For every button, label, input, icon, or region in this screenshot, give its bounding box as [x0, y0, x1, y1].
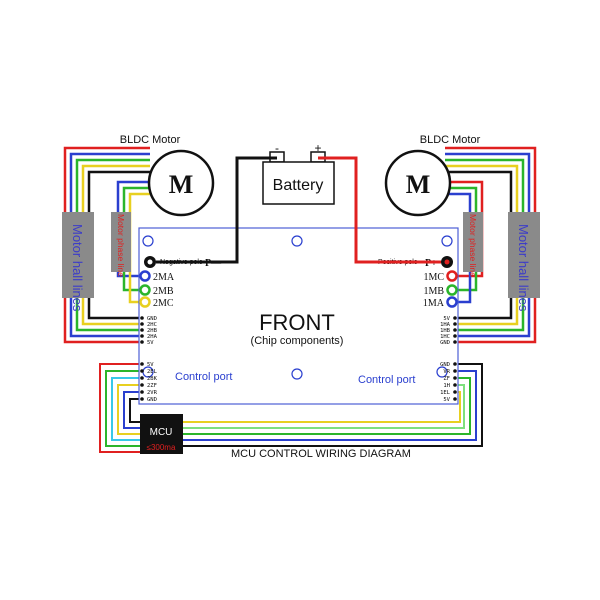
phase-label-2ma: 2MA	[153, 272, 175, 283]
left-phase-block: Motor phase line	[111, 212, 131, 277]
control-pin-label: GND	[440, 362, 450, 368]
controller-board	[138, 227, 459, 405]
hall-pin-label: 1HA	[440, 322, 451, 328]
control-port-left-label: Control port	[175, 371, 232, 383]
left-control-wire-bundle	[99, 363, 140, 453]
battery: Battery - +	[262, 141, 335, 205]
right-hall-block: Motor hall lines	[508, 212, 540, 312]
battery-minus: -	[275, 141, 279, 155]
hall-pin-label: 5V	[443, 316, 450, 322]
hall-pin-label: 1HC	[440, 334, 450, 340]
right-hall-pins: 5V 1HA 1HB 1HC GND	[440, 316, 457, 346]
control-pin-label: 1EL	[440, 390, 451, 396]
left-phase-label: Motor phase line	[116, 214, 126, 277]
control-pin-label: 5V	[147, 362, 154, 368]
hall-pin-label: 2HA	[147, 334, 158, 340]
control-pin-label: 2VR	[147, 390, 158, 396]
phase-pin-1ma	[446, 296, 458, 308]
mcu-label: MCU	[150, 427, 173, 438]
phase-label-2mb: 2MB	[153, 286, 174, 297]
right-motor-symbol: M	[406, 170, 431, 199]
phase-label-1mc: 1MC	[423, 272, 444, 283]
control-pin-label: VR	[443, 369, 450, 375]
control-pin-label: GND	[147, 397, 157, 403]
hall-pin-label: 2HC	[147, 322, 157, 328]
mounting-hole	[291, 368, 303, 380]
right-hall-label: Motor hall lines	[516, 224, 531, 312]
control-pin-label: 5V	[443, 397, 450, 403]
control-pin-label: 2ZF	[147, 383, 157, 389]
battery-negative-wire	[156, 156, 277, 264]
left-motor: BLDC Motor M	[120, 134, 215, 217]
hall-pin-label: GND	[147, 316, 157, 322]
right-motor-label: BLDC Motor	[420, 134, 481, 146]
diagram-title: MCU CONTROL WIRING DIAGRAM	[231, 448, 411, 460]
phase-pin-2ma	[139, 270, 151, 282]
left-hall-pins: GND 2HC 2HB 2HA 5V	[140, 316, 158, 346]
right-control-pins: GND VR ZF 1H 1EL 5V	[440, 362, 457, 403]
left-motor-label: BLDC Motor	[120, 134, 181, 146]
mcu-current: ≤300ma	[147, 443, 176, 452]
right-phase-block: Motor phase line	[463, 212, 483, 277]
hall-pin-label: GND	[440, 340, 450, 346]
control-port-right-label: Control port	[358, 374, 415, 386]
hall-pin-label: 1HB	[440, 328, 451, 334]
phase-label-1ma: 1MA	[423, 298, 445, 309]
phase-pin-1mc	[446, 270, 458, 282]
mounting-hole	[291, 235, 303, 247]
phase-pin-2mb	[139, 284, 151, 296]
left-motor-symbol: M	[169, 170, 194, 199]
right-phase-pins: 1MC 1MB 1MA	[423, 270, 458, 309]
board-subtitle: (Chip components)	[251, 335, 344, 347]
phase-label-1mb: 1MB	[423, 286, 444, 297]
right-control-wire-bundle	[183, 363, 483, 447]
control-pin-label: 1H	[443, 383, 450, 389]
mounting-hole	[436, 366, 448, 378]
mounting-hole	[142, 235, 154, 247]
right-phase-label: Motor phase line	[468, 214, 478, 277]
mounting-hole	[441, 235, 453, 247]
left-hall-block: Motor hall lines	[62, 212, 94, 312]
battery-label: Battery	[273, 177, 324, 194]
phase-label-2mc: 2MC	[153, 298, 174, 309]
hall-pin-label: 5V	[147, 340, 154, 346]
right-motor: BLDC Motor M	[384, 134, 481, 217]
left-hall-label: Motor hall lines	[70, 224, 85, 312]
control-pin-label: 2BK	[147, 376, 158, 382]
left-control-pins: 5V 2EL 2BK 2ZF 2VR GND	[140, 362, 158, 403]
control-pin-label: 2EL	[147, 369, 158, 375]
phase-pin-1mb	[446, 284, 458, 296]
hall-pin-label: 2HB	[147, 328, 158, 334]
mcu-module: MCU ≤300ma	[140, 414, 183, 454]
phase-pin-2mc	[139, 296, 151, 308]
left-phase-pins: 2MA 2MB 2MC	[139, 270, 175, 309]
battery-plus: +	[314, 141, 321, 155]
board-title: FRONT	[259, 310, 335, 335]
battery-positive-wire	[318, 156, 441, 264]
control-pin-label: ZF	[443, 376, 450, 382]
